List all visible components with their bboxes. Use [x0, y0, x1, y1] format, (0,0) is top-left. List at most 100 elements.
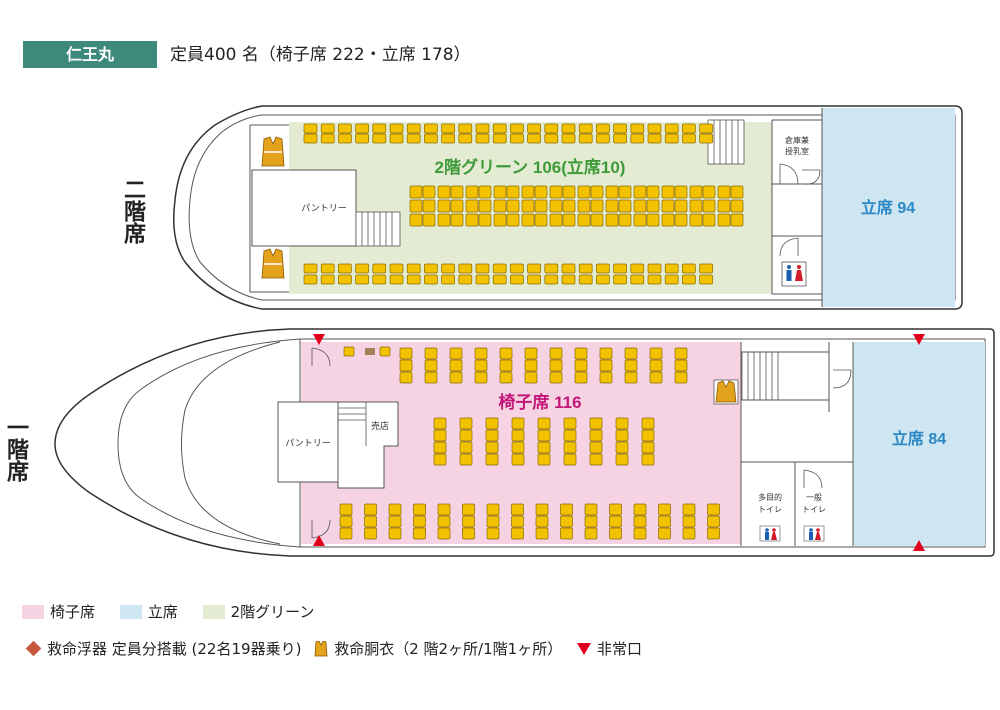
seat: [458, 274, 473, 285]
seat: [674, 347, 688, 360]
toilet-icon: [803, 525, 825, 542]
seat: [596, 274, 610, 285]
lower-seat-group: [339, 346, 720, 540]
seat: [563, 453, 577, 466]
legend-standing-text: 立席: [147, 603, 178, 621]
seat: [450, 199, 464, 213]
seat: [433, 417, 447, 430]
seat: [613, 133, 627, 144]
seat: [338, 133, 352, 144]
seat: [399, 371, 413, 384]
seat: [492, 263, 507, 274]
seat: [379, 346, 391, 357]
seat: [578, 133, 593, 144]
seat: [343, 346, 355, 357]
seat: [462, 515, 475, 528]
seat: [409, 185, 423, 199]
seat: [459, 453, 473, 466]
seat: [492, 274, 507, 285]
seat: [599, 371, 613, 384]
upper-room-label-1: 倉庫兼: [785, 135, 809, 145]
seat: [615, 441, 629, 454]
seat: [424, 359, 438, 372]
seat: [549, 199, 563, 213]
seat: [303, 133, 318, 144]
seat: [534, 199, 548, 213]
seat: [577, 213, 591, 227]
seat: [486, 503, 500, 516]
seat: [399, 359, 413, 372]
seat: [584, 503, 598, 516]
seat: [537, 453, 551, 466]
legend-standing: 立席: [119, 603, 178, 621]
seat: [409, 199, 423, 213]
seat: [499, 359, 513, 372]
seat: [702, 213, 716, 227]
seat: [563, 441, 577, 454]
seat: [584, 527, 598, 540]
seat: [535, 515, 549, 528]
seat: [474, 347, 488, 360]
seat: [577, 199, 591, 213]
seat: [441, 274, 455, 285]
seat: [641, 417, 655, 430]
seat: [521, 213, 535, 227]
seat: [624, 371, 638, 384]
seat: [599, 347, 613, 360]
seat: [339, 503, 353, 516]
stairs-icon: [355, 211, 401, 247]
seat: [682, 133, 696, 144]
upper-pantry: [251, 169, 357, 247]
seat: [388, 527, 402, 540]
seat: [338, 274, 352, 285]
lower-pantry: [277, 401, 339, 483]
toilet-general-label-1: 一般: [806, 492, 822, 502]
seat: [544, 263, 559, 274]
seat: [465, 213, 479, 227]
seat: [437, 213, 451, 227]
toilet-multi-label-1: 多目的: [758, 492, 782, 502]
seat: [339, 527, 353, 540]
lower-pantry-label: パントリー: [285, 438, 330, 449]
seat: [527, 123, 541, 134]
seat: [492, 123, 507, 134]
seat: [605, 199, 619, 213]
stairs-icon: [707, 119, 745, 165]
stairs-icon: [741, 351, 779, 401]
upper-pantry-label: パントリー: [301, 203, 346, 214]
seat: [458, 263, 473, 274]
seat: [589, 453, 603, 466]
seat: [510, 274, 524, 285]
legend-seats: 椅子席: [22, 603, 95, 621]
seat: [647, 263, 662, 274]
seat: [596, 123, 610, 134]
toilet-general-label-2: トイレ: [802, 505, 826, 514]
ship-name-badge: 仁王丸: [23, 41, 157, 68]
seat: [406, 274, 421, 285]
seat: [609, 503, 622, 516]
lower-shop: [337, 401, 399, 489]
upper-seat-group: [303, 123, 744, 285]
seat: [630, 123, 645, 134]
upper-fwd-wall: [249, 124, 289, 293]
seat: [433, 453, 447, 466]
seat: [485, 441, 499, 454]
emergency-exit-icon: [313, 334, 325, 345]
lower-shop-label: 売店: [371, 420, 389, 432]
seat: [658, 503, 671, 516]
emergency-exit-icon: [913, 334, 925, 345]
seat: [478, 185, 492, 199]
seat: [561, 274, 576, 285]
seat: [561, 133, 576, 144]
seat: [485, 417, 499, 430]
toilet-icon: [759, 525, 781, 542]
seat: [424, 347, 438, 360]
seat: [424, 263, 438, 274]
seat: [717, 213, 731, 227]
seat: [549, 359, 563, 372]
seat: [474, 371, 488, 384]
seat: [534, 213, 548, 227]
lower-seat-label: 椅子席 116: [498, 392, 581, 412]
seat: [506, 185, 520, 199]
seat: [596, 263, 610, 274]
